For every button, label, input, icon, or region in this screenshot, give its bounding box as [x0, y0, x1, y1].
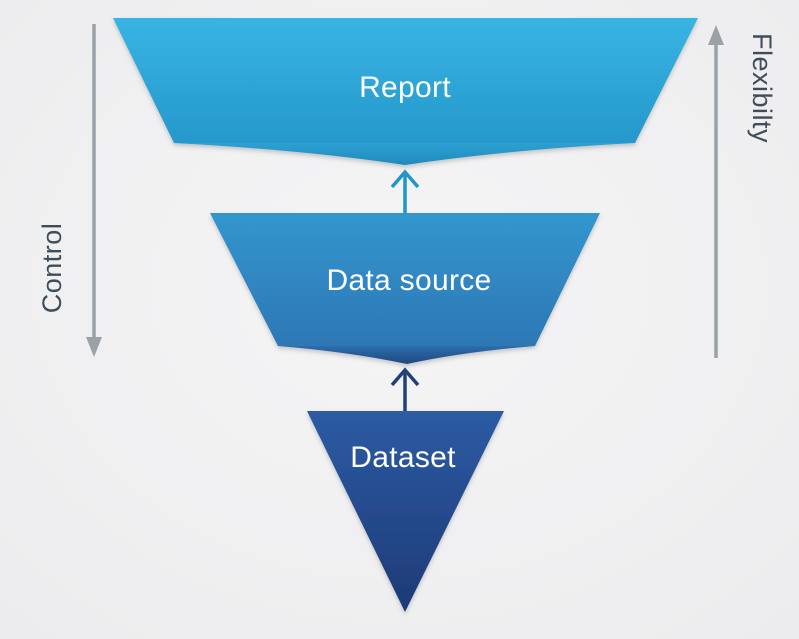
- layer-dataset: Dataset: [307, 411, 504, 612]
- layer-data-source-notch: [278, 346, 535, 364]
- arrow-dataset-to-datasource: [390, 367, 420, 412]
- arrow-down-icon: [86, 337, 102, 357]
- layer-report-shape: [113, 18, 698, 143]
- layer-data-source: Data source: [210, 213, 600, 364]
- layer-report: Report: [113, 18, 698, 165]
- arrow-up-icon: [708, 25, 724, 45]
- arrow-datasource-to-report: [390, 169, 420, 214]
- layer-dataset-label: Dataset: [350, 441, 456, 474]
- layer-report-notch: [174, 143, 635, 165]
- layer-report-label: Report: [359, 71, 451, 104]
- flexibility-axis-label: Flexibilty: [747, 33, 777, 143]
- layer-data-source-shape: [210, 213, 600, 346]
- arrow-dataset-to-datasource-head: [390, 367, 420, 387]
- control-axis: Control: [37, 24, 102, 357]
- flexibility-axis: Flexibilty: [708, 25, 777, 358]
- layer-data-source-label: Data source: [326, 264, 491, 297]
- control-axis-label: Control: [37, 223, 67, 314]
- arrow-datasource-to-report-head: [390, 169, 420, 189]
- layer-dataset-shape: [307, 411, 504, 612]
